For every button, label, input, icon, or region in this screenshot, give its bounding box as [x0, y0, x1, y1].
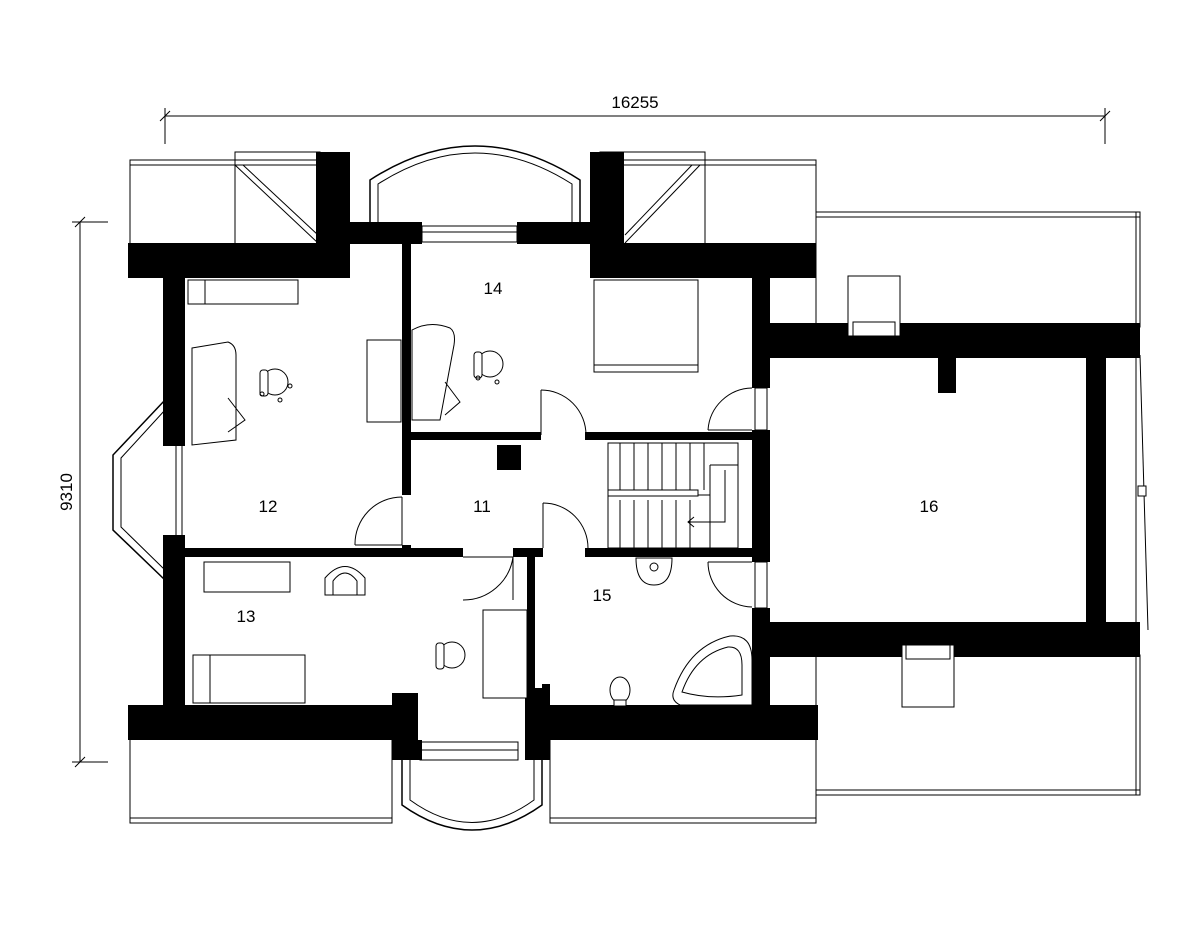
height-dimension: 9310	[57, 216, 108, 768]
room-label-14: 14	[484, 279, 503, 298]
width-dimension: 16255	[159, 93, 1111, 144]
width-dimension-label: 16255	[611, 93, 658, 112]
walls	[128, 152, 1140, 760]
staircase	[607, 442, 739, 549]
furniture	[187, 275, 955, 708]
room-label-11: 11	[473, 497, 491, 516]
room-label-16: 16	[920, 497, 939, 516]
bay-window-left	[112, 399, 183, 581]
bay-window-top	[369, 145, 581, 222]
bay-window-bottom	[401, 741, 543, 831]
room-label-15: 15	[593, 586, 612, 605]
height-dimension-label: 9310	[57, 473, 76, 511]
room-labels: 11 12 13 14 15 16	[237, 279, 939, 626]
doors	[354, 387, 768, 609]
room-label-13: 13	[237, 607, 256, 626]
room-label-12: 12	[259, 497, 278, 516]
